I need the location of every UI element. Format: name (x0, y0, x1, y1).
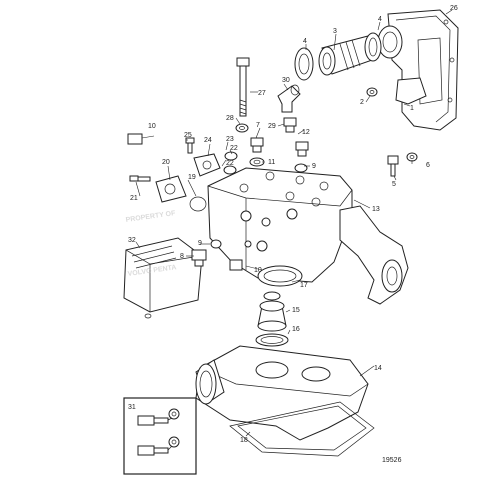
bolt-part-5 (387, 152, 418, 177)
callout-28: 28 (226, 115, 234, 122)
callout-31: 31 (128, 404, 136, 411)
callout-22a: 22 (226, 160, 234, 167)
callout-21: 21 (130, 195, 138, 202)
callout-labels: 1 2 3 4 4 5 6 7 8 9 9 10 10 11 12 13 14 … (128, 5, 458, 444)
gasket-part-18 (229, 401, 375, 457)
cooler-block-part-32 (123, 237, 203, 319)
callout-27: 27 (258, 90, 266, 97)
drawing-number: 19526 (382, 457, 402, 464)
plugs-near-manifold (191, 239, 303, 287)
callout-20: 20 (162, 159, 170, 166)
thermostat-part-15 (255, 291, 289, 347)
callout-14: 14 (374, 365, 382, 372)
callout-13: 13 (372, 206, 380, 213)
elbow-fitting-part-30 (277, 84, 301, 113)
callout-2: 2 (360, 99, 364, 106)
callout-leader-lines (135, 9, 453, 437)
callout-24: 24 (204, 137, 212, 144)
callout-17: 17 (300, 282, 308, 289)
callout-1: 1 (410, 105, 414, 112)
callout-25: 25 (184, 132, 192, 139)
callout-3: 3 (333, 28, 337, 35)
hose-with-clamps (294, 32, 382, 81)
callout-29: 29 (268, 123, 276, 130)
callout-11: 11 (268, 159, 275, 166)
callout-5: 5 (392, 181, 396, 188)
callout-26: 26 (450, 5, 458, 12)
small-fittings (223, 117, 309, 175)
callout-15: 15 (292, 307, 300, 314)
callout-32: 32 (128, 237, 136, 244)
callout-9a: 9 (198, 240, 202, 247)
callout-12: 12 (302, 129, 310, 136)
callout-22b: 22 (230, 145, 238, 152)
lower-housing-part-14 (195, 345, 369, 441)
watermark-line-1: PROPERTY OF (125, 210, 176, 224)
callout-16: 16 (292, 326, 300, 333)
callout-19: 19 (188, 174, 196, 181)
callout-18: 18 (240, 437, 248, 444)
main-manifold-block (207, 167, 409, 305)
callout-23: 23 (226, 136, 234, 143)
callout-10a: 10 (148, 123, 156, 130)
callout-9b: 9 (312, 163, 316, 170)
callout-30: 30 (282, 77, 290, 84)
heat-exchanger-cover (377, 9, 459, 131)
callout-4b: 4 (378, 16, 382, 23)
inset-box-part-31 (123, 397, 197, 475)
callout-8: 8 (180, 253, 184, 260)
callout-6: 6 (426, 162, 430, 169)
callout-7: 7 (256, 122, 260, 129)
callout-10b: 10 (254, 267, 262, 274)
flange-assembly-left (127, 133, 221, 212)
washer-part-2 (366, 87, 378, 97)
long-bolt-part-27 (236, 57, 250, 117)
callout-4a: 4 (303, 38, 307, 45)
